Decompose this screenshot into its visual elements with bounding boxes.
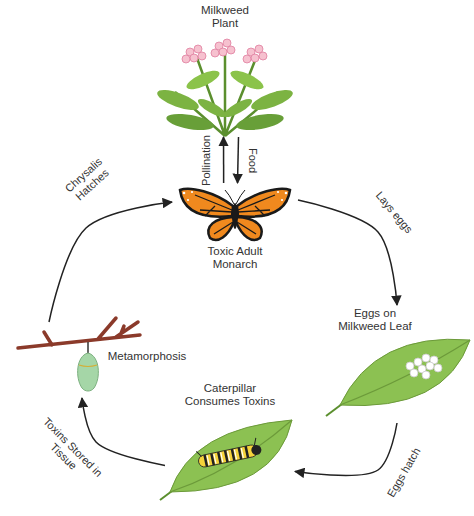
- cycle-arrow: [298, 200, 397, 305]
- butterfly-wing: [237, 189, 290, 217]
- node-label: Milkweed Plant: [194, 4, 256, 30]
- wing-vein: [195, 195, 275, 234]
- arrow-label: Pollination: [200, 125, 213, 195]
- egg-leaf: [326, 339, 470, 416]
- plant-leaf: [249, 86, 295, 114]
- milkweed-plant: [155, 39, 295, 136]
- arrow-label: Chrysalis Hatches: [56, 150, 119, 211]
- milkweed-leaf: [170, 420, 292, 492]
- node-label: Caterpillar Consumes Toxins: [180, 382, 280, 408]
- monarch-butterfly: [180, 189, 290, 240]
- flower-cluster: [182, 39, 267, 63]
- cycle-arrow: [237, 137, 239, 183]
- illustration-node: Milkweed Plant: [150, 4, 300, 137]
- arrow-label: Eggs hatch: [381, 438, 427, 505]
- butterfly-wing: [180, 189, 233, 217]
- butterfly-body: [233, 203, 238, 229]
- leaf-midrib: [340, 340, 470, 405]
- leaf-midrib: [170, 420, 292, 492]
- tree-branch: [18, 318, 140, 348]
- caterpillar-stripe: [206, 448, 243, 465]
- caterpillar: [196, 437, 262, 468]
- plant-leaf: [155, 86, 201, 114]
- illustration-node: Toxic Adult Monarch: [172, 183, 298, 278]
- caterpillar-head: [250, 444, 262, 456]
- node-label: Eggs on Milkweed Leaf: [330, 307, 420, 333]
- egg-cluster: [406, 354, 442, 379]
- butterfly-wing: [208, 217, 234, 240]
- butterfly-wing: [236, 217, 262, 240]
- plant-leaf: [196, 96, 229, 121]
- arrow-label: Food: [246, 140, 259, 180]
- plant-leaf: [184, 67, 222, 93]
- illustration-node: Caterpillar Consumes Toxins: [165, 380, 295, 502]
- chrysalis-band: [79, 365, 97, 367]
- chrysalis-stalk: [87, 342, 89, 354]
- caterpillar-body: [197, 444, 258, 468]
- cycle-arrow: [82, 398, 165, 465]
- milkweed-leaf: [340, 339, 470, 405]
- plant-leaf: [165, 111, 215, 133]
- illustration-node: Eggs on Milkweed Leaf: [322, 305, 472, 423]
- cycle-arrow: [49, 202, 172, 322]
- caterpillar-tentacle: [196, 438, 257, 458]
- caterpillar-stripe: [203, 446, 249, 467]
- cycle-arrow: [295, 423, 397, 476]
- arrow-label: Lays eggs: [367, 181, 422, 243]
- leaf-stem: [326, 404, 342, 416]
- arrow-label: Toxins Stored in Tissue: [31, 415, 106, 490]
- chrysalis: [78, 353, 99, 391]
- node-label: Toxic Adult Monarch: [200, 245, 270, 271]
- plant-leaf: [235, 111, 285, 133]
- node-label: Metamorphosis: [102, 350, 192, 363]
- butterfly-antenna: [225, 190, 245, 204]
- caterpillar-leaf: [160, 420, 292, 500]
- cycle-arrow: [223, 137, 225, 183]
- wing-spot: [183, 191, 288, 201]
- plant-leaf: [222, 96, 255, 121]
- plant-leaf: [228, 67, 266, 93]
- illustration-node: Metamorphosis: [16, 322, 181, 398]
